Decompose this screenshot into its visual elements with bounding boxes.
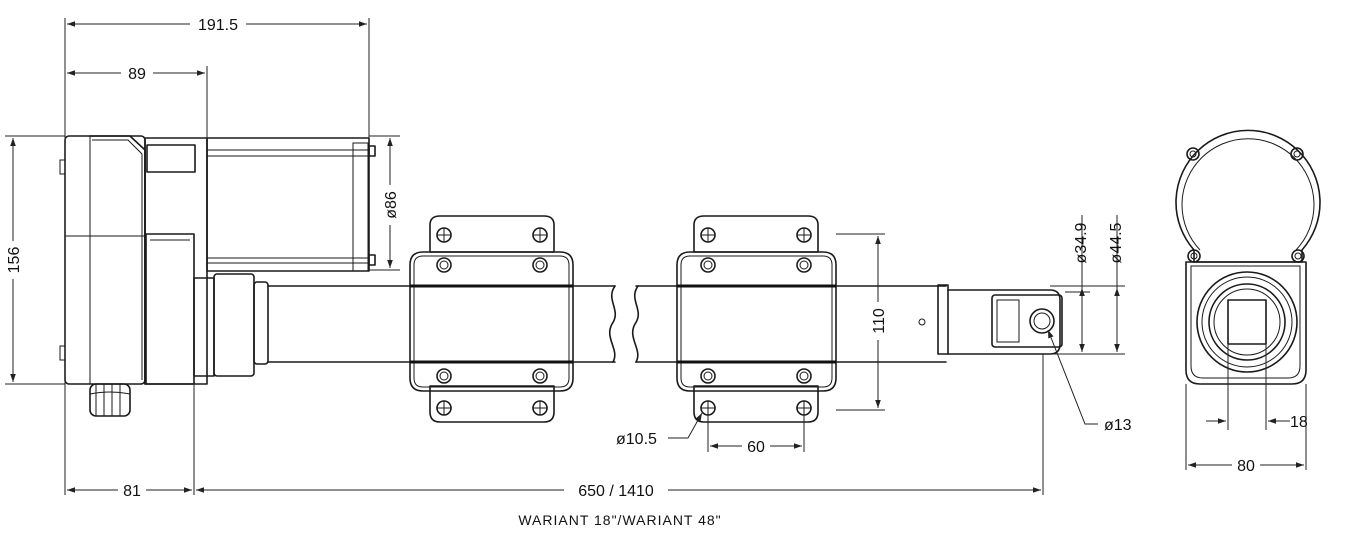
clamp-bracket-left [409, 215, 574, 423]
dim-motor-diameter-label: ø86 [383, 191, 400, 219]
dim-hole-diameter: ø10.5 [616, 412, 703, 448]
dim-overall-width: 191.5 [67, 14, 367, 34]
dim-motor-width: 89 [67, 63, 205, 83]
knob [89, 383, 131, 417]
dim-outer-diameter: ø44.5 [1108, 215, 1125, 352]
dim-bracket-height-label: 110 [871, 308, 888, 334]
dim-rod-hole-label: ø13 [1104, 417, 1132, 434]
outer-tube [267, 285, 947, 363]
dim-end-bore-label: 18 [1290, 414, 1308, 431]
dim-end-width-label: 80 [1237, 458, 1255, 475]
rod-end [937, 284, 1063, 355]
dim-base-length-label: 81 [123, 483, 141, 500]
end-view [1175, 129, 1321, 385]
dim-bracket-height: 110 [868, 236, 888, 408]
dim-hole-diameter-label: ø10.5 [616, 431, 657, 448]
dim-stroke-length-label: 650 / 1410 [578, 483, 654, 500]
dim-hole-spacing: 60 [710, 436, 802, 456]
dim-height-label: 156 [6, 247, 23, 274]
dim-height: 156 [3, 138, 23, 382]
dim-tube-diameter: ø34.9 [1073, 215, 1090, 352]
dim-stroke-length: 650 / 1410 [196, 480, 1041, 500]
spindle-nut [193, 273, 269, 377]
dim-hole-spacing-label: 60 [747, 439, 765, 456]
variant-caption: WARIANT 18"/WARIANT 48" [518, 512, 721, 528]
gearbox-front-block [144, 137, 208, 385]
clamp-bracket-right [676, 215, 926, 423]
motor-cylinder [206, 137, 376, 272]
dim-end-width: 80 [1188, 455, 1304, 475]
dim-rod-hole: ø13 [1047, 329, 1132, 434]
dim-outer-diameter-label: ø44.5 [1108, 222, 1125, 263]
dim-motor-width-label: 89 [128, 66, 146, 83]
dim-tube-diameter-label: ø34.9 [1073, 222, 1090, 263]
dim-base-length: 81 [67, 480, 192, 500]
gearbox-housing [59, 135, 146, 385]
dim-end-bore: 18 [1206, 414, 1308, 431]
dim-motor-diameter: ø86 [380, 138, 400, 268]
dim-overall-width-label: 191.5 [198, 17, 238, 34]
